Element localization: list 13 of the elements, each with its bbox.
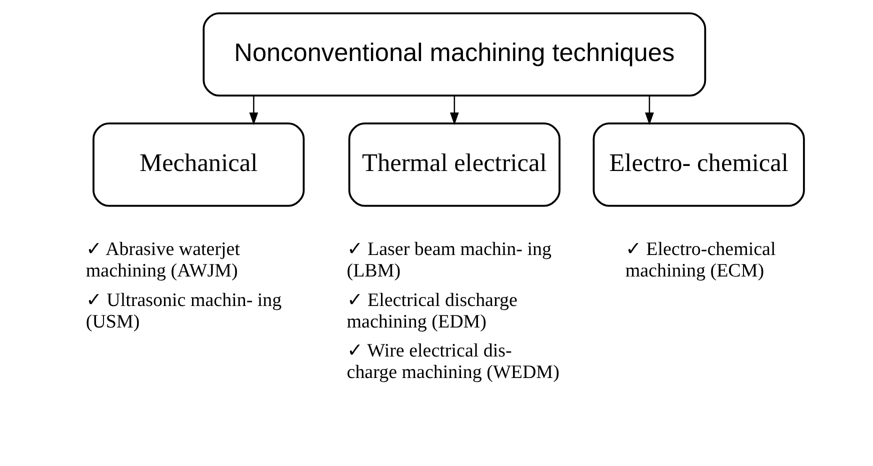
node-box: Nonconventional machining techniques (202, 12, 706, 97)
node-label: ✓ Wire electrical dis- charge machining (WEDM) (346, 340, 559, 383)
node-label: ✓ Electrical discharge machining (EDM) (346, 290, 517, 332)
arrow (248, 96, 258, 126)
node-label: ✓ Laser beam machin- ing (LBM) (346, 239, 551, 282)
node-label: ✓ Abrasive waterjet machining (AWJM) (85, 239, 240, 282)
node-box: Thermal electrical (348, 122, 560, 207)
node-label: ✓ Electro-chemical machining (ECM) (624, 239, 776, 282)
node-box: Mechanical (92, 122, 304, 207)
arrow (449, 96, 458, 126)
node-box: Electro- chemical (592, 122, 804, 207)
node-label: ✓ Ultrasonic machin- ing (USM) (85, 290, 282, 332)
arrow (644, 96, 654, 126)
